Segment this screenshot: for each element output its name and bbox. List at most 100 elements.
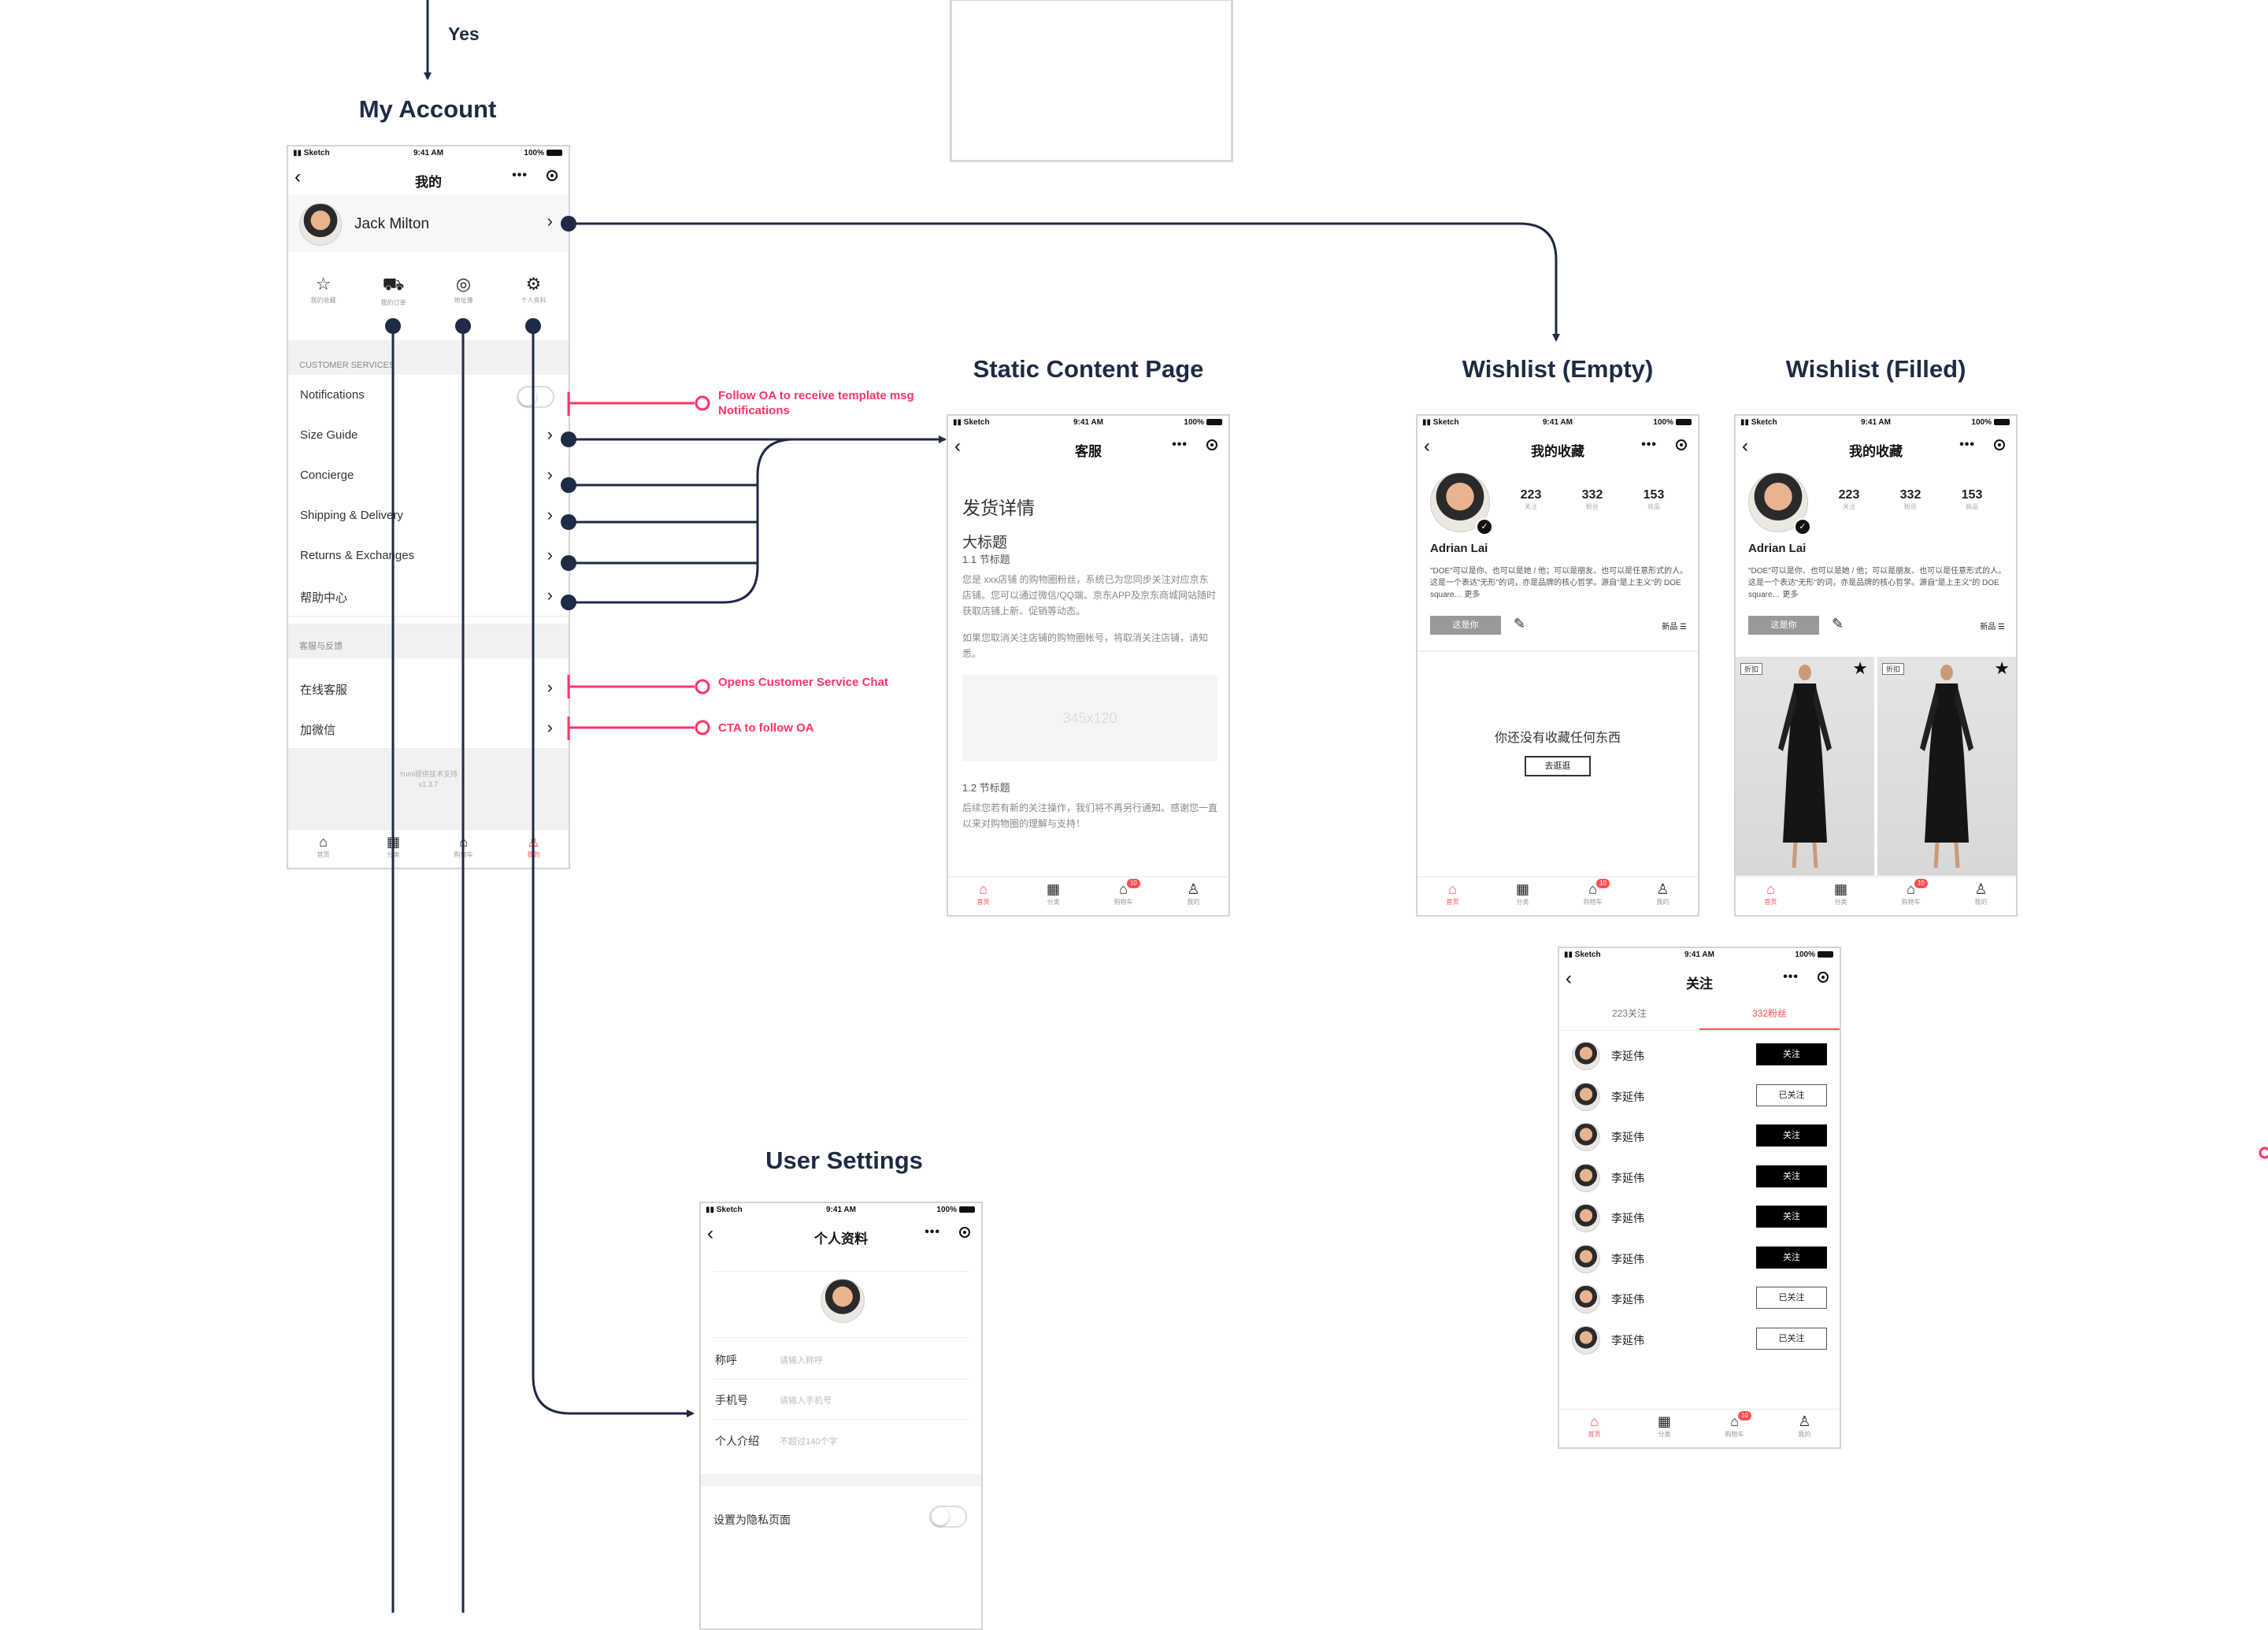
field-bio[interactable]: 个人介绍不超过140个字: [713, 1419, 969, 1460]
stat-label: 粉丝: [1569, 502, 1616, 511]
close-miniapp-icon[interactable]: [547, 170, 558, 181]
more-icon[interactable]: •••: [1172, 438, 1188, 452]
page-title: 发货详情: [962, 493, 1035, 520]
more-icon[interactable]: •••: [1783, 970, 1799, 984]
user-settings-screen: ▮▮ Sketch 9:41 AM 100% ‹ 个人资料 ••• 称呼请输入称…: [699, 1202, 983, 1630]
tab-home[interactable]: ⌂首页: [1418, 877, 1488, 915]
close-miniapp-icon[interactable]: [1206, 439, 1217, 450]
list-item[interactable]: 李延伟已关注: [1559, 1319, 1840, 1359]
field-placeholder[interactable]: 不超过140个字: [780, 1435, 837, 1447]
row-online-service[interactable]: 在线客服›: [288, 668, 569, 709]
follow-button[interactable]: 关注: [1756, 1247, 1827, 1269]
tab-following[interactable]: 223关注: [1559, 997, 1699, 1030]
row-concierge[interactable]: Concierge›: [288, 455, 569, 496]
row-shipping[interactable]: Shipping & Delivery›: [288, 495, 569, 536]
self-button[interactable]: 这是你: [1430, 616, 1501, 635]
browse-button[interactable]: 去逛逛: [1525, 756, 1591, 776]
sort-button[interactable]: 新品 ☰: [1662, 620, 1687, 632]
close-miniapp-icon[interactable]: [1818, 972, 1829, 983]
product-card[interactable]: 折扣 ★: [1736, 657, 1874, 876]
tab-category[interactable]: ▦分类: [1488, 877, 1558, 915]
follow-button[interactable]: 已关注: [1756, 1287, 1827, 1309]
edit-icon[interactable]: ✎: [1514, 616, 1525, 632]
quick-link-orders[interactable]: ⛟我的订单: [358, 265, 428, 326]
tab-home[interactable]: ⌂首页: [948, 877, 1018, 915]
list-item[interactable]: 李延伟关注: [1559, 1116, 1840, 1156]
star-filled-icon[interactable]: ★: [1852, 658, 1868, 679]
tab-category[interactable]: ▦分类: [1806, 877, 1876, 915]
close-miniapp-icon[interactable]: [959, 1227, 970, 1238]
field-phone[interactable]: 手机号请输入手机号: [713, 1378, 969, 1420]
list-item[interactable]: 李延伟关注: [1559, 1197, 1840, 1237]
star-filled-icon[interactable]: ★: [1994, 658, 2010, 679]
privacy-toggle[interactable]: [929, 1506, 967, 1528]
tab-cart[interactable]: ⌂购物车: [428, 830, 498, 868]
status-bar: ▮▮ Sketch 9:41 AM 100%: [1418, 416, 1698, 430]
tab-me[interactable]: ♙我的: [1770, 1410, 1840, 1447]
follow-button[interactable]: 已关注: [1756, 1084, 1827, 1106]
avatar[interactable]: [821, 1279, 865, 1323]
more-icon[interactable]: •••: [512, 169, 528, 183]
row-add-wechat[interactable]: 加微信›: [288, 708, 569, 749]
tab-me[interactable]: ♙我的: [1946, 877, 2016, 915]
self-button[interactable]: 这是你: [1748, 616, 1819, 635]
list-item[interactable]: 李延伟关注: [1559, 1157, 1840, 1197]
battery: 100%: [1795, 950, 1833, 959]
list-item[interactable]: 李延伟关注: [1559, 1238, 1840, 1278]
tab-me[interactable]: ♙我的: [1628, 877, 1698, 915]
tab-label: 我的: [1770, 1430, 1840, 1439]
edit-icon[interactable]: ✎: [1832, 616, 1844, 632]
list-item[interactable]: 李延伟关注: [1559, 1035, 1840, 1075]
field-placeholder[interactable]: 请输入手机号: [780, 1394, 832, 1406]
product-card[interactable]: 折扣 ★: [1877, 657, 2016, 876]
more-icon[interactable]: •••: [1959, 438, 1975, 452]
stat-value: 223: [1507, 488, 1555, 502]
tab-me[interactable]: ♙我的: [498, 830, 569, 868]
tab-category[interactable]: ▦分类: [1018, 877, 1088, 915]
tab-fans[interactable]: 332粉丝: [1699, 997, 1840, 1030]
row-size-guide[interactable]: Size Guide›: [288, 415, 569, 456]
tab-me[interactable]: ♙我的: [1158, 877, 1228, 915]
follow-button[interactable]: 关注: [1756, 1206, 1827, 1228]
follow-button[interactable]: 关注: [1756, 1043, 1827, 1065]
row-notifications[interactable]: Notifications: [288, 375, 569, 416]
row-label: 在线客服: [300, 681, 347, 698]
quick-link-wishlist[interactable]: ☆我的收藏: [288, 265, 358, 326]
list-item[interactable]: 李延伟已关注: [1559, 1278, 1840, 1318]
follow-button[interactable]: 关注: [1756, 1124, 1827, 1147]
follow-button[interactable]: 已关注: [1756, 1328, 1827, 1350]
profile-row[interactable]: Jack Milton ›: [288, 195, 569, 252]
field-placeholder[interactable]: 请输入称呼: [780, 1354, 823, 1366]
quick-link-address[interactable]: ◎地址簿: [428, 265, 498, 326]
list-item[interactable]: 李延伟已关注: [1559, 1076, 1840, 1116]
close-miniapp-icon[interactable]: [1676, 439, 1687, 450]
row-help[interactable]: 帮助中心›: [288, 576, 569, 617]
row-returns[interactable]: Returns & Exchanges›: [288, 535, 569, 576]
tab-label: 我的: [1628, 898, 1698, 906]
quick-link-settings[interactable]: ⚙个人资料: [498, 265, 569, 326]
status-bar: ▮▮ Sketch 9:41 AM 100%: [288, 146, 569, 161]
field-nickname[interactable]: 称呼请输入称呼: [713, 1337, 969, 1380]
tab-home[interactable]: ⌂首页: [1559, 1410, 1629, 1447]
tab-category[interactable]: ▦分类: [358, 830, 428, 868]
more-icon[interactable]: •••: [925, 1225, 940, 1239]
tab-category[interactable]: ▦分类: [1629, 1410, 1699, 1447]
sort-button[interactable]: 新品 ☰: [1980, 620, 2005, 632]
follow-button[interactable]: 关注: [1756, 1165, 1827, 1187]
close-miniapp-icon[interactable]: [1994, 439, 2005, 450]
notifications-toggle[interactable]: [517, 386, 554, 408]
more-icon[interactable]: •••: [1641, 438, 1657, 452]
nav-bar: ‹ 个人资料 •••: [701, 1219, 981, 1250]
tab-home[interactable]: ⌂首页: [288, 830, 358, 868]
tab-home[interactable]: ⌂首页: [1736, 877, 1806, 915]
